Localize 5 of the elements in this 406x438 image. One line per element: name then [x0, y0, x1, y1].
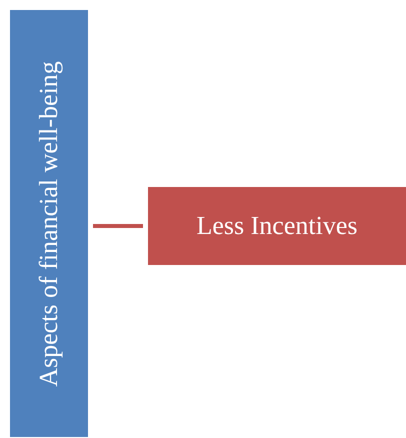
vertical-bar	[10, 10, 88, 437]
node-label: Less Incentives	[196, 211, 358, 241]
process-box	[148, 187, 406, 265]
connector-line	[93, 224, 143, 228]
node-label: Aspects of financial well-being	[34, 60, 64, 386]
